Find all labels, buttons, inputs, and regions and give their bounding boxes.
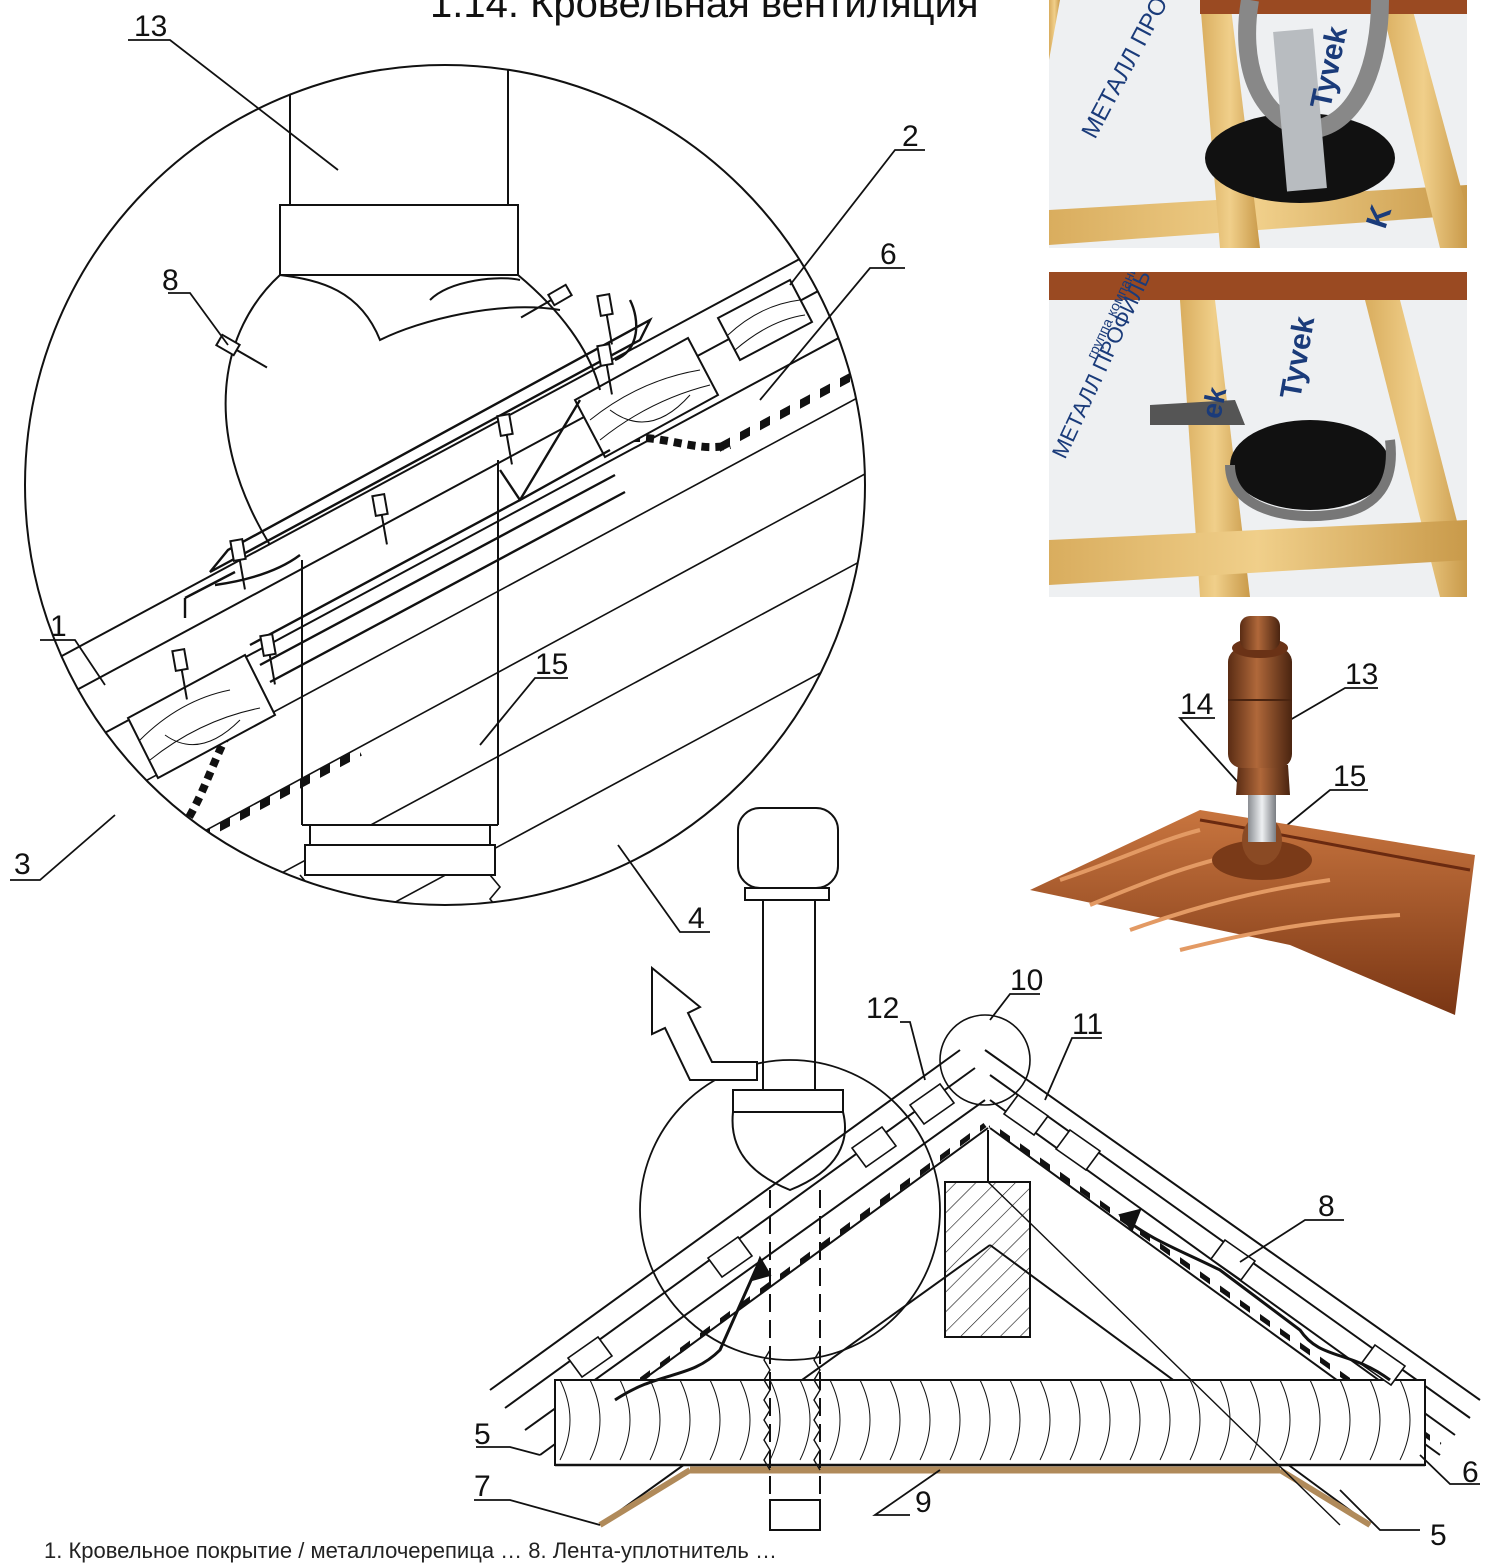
legend-caption: 1. Кровельное покрытие / металлочерепица…	[44, 1538, 777, 1563]
label-14: 14	[1180, 688, 1213, 721]
label-4: 4	[688, 902, 705, 935]
label-6-section: 6	[1462, 1456, 1479, 1489]
label-13-detail: 13	[134, 10, 167, 43]
detail-circle-outline	[24, 64, 866, 906]
label-7: 7	[474, 1470, 491, 1503]
label-6-detail: 6	[880, 238, 897, 271]
photo-ring-installation: МЕТАЛЛ ПРОФИЛЬ группа компаний Tyvek ek	[1049, 272, 1467, 597]
callout-labels: 13 8 2 6 1 15 3 4 5 7 6 5 8 9 10 11 12 1…	[14, 10, 1479, 1551]
label-15-photo: 15	[1333, 760, 1366, 793]
batten-2	[573, 336, 720, 459]
batten-3	[716, 278, 814, 362]
label-8-detail: 8	[162, 264, 179, 297]
flashing-plate	[183, 299, 653, 684]
vent-deflector-13	[224, 65, 601, 546]
label-11: 11	[1072, 1008, 1103, 1041]
label-5-right: 5	[1430, 1519, 1447, 1551]
label-2: 2	[902, 120, 919, 153]
page-title: 1.14. Кровельная вентиляция	[430, 0, 979, 26]
label-1: 1	[50, 610, 67, 643]
photo2-ek-text: ek	[1196, 384, 1233, 421]
pipe-15	[298, 460, 502, 905]
ridge-section	[489, 807, 1481, 1531]
label-3: 3	[14, 848, 31, 881]
label-12: 12	[866, 992, 899, 1025]
photo-vent-on-metal-tile	[1030, 616, 1475, 1015]
label-9: 9	[915, 1486, 932, 1519]
label-13-photo: 13	[1345, 658, 1378, 691]
label-5-left: 5	[474, 1418, 491, 1451]
batten-1	[126, 653, 277, 780]
photo-seal-installation: МЕТАЛЛ ПРОФИЛЬ Tyvek K	[1049, 0, 1467, 248]
label-10: 10	[1010, 964, 1043, 997]
label-8-section: 8	[1318, 1190, 1335, 1223]
label-15-detail: 15	[535, 648, 568, 681]
